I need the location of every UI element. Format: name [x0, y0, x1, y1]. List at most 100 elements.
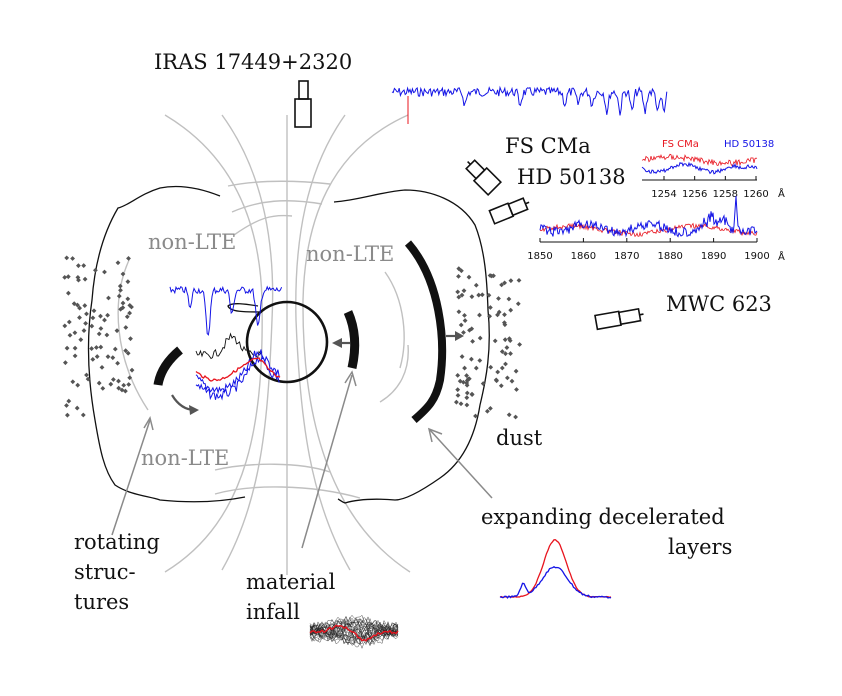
dust-particle: [462, 365, 468, 371]
dust-particle: [495, 369, 501, 375]
outer-envelope-right: [333, 189, 490, 504]
dust-particle: [108, 381, 114, 387]
dust-particle: [492, 338, 498, 344]
dust-particle: [509, 378, 515, 384]
dust-cloud-right: [453, 266, 523, 420]
dust-particle: [89, 346, 95, 351]
axis-tick-label: 1256: [682, 189, 707, 200]
dust-particle: [455, 289, 461, 295]
dust-particle: [462, 318, 468, 323]
dust-particle: [462, 312, 467, 318]
outer-envelope-left: [87, 185, 246, 503]
dust-particle: [508, 278, 514, 284]
label-hd50138: HD 50138: [517, 165, 626, 189]
infall-trace: [309, 621, 399, 644]
dust-particle: [477, 358, 483, 363]
dust-particle: [459, 354, 465, 359]
dust-particle: [80, 412, 86, 418]
dust-particle: [466, 274, 472, 280]
dust-particle: [98, 313, 103, 319]
dust-particle: [455, 392, 461, 398]
disk-arcs: [153, 240, 447, 424]
dust-particle: [508, 351, 513, 356]
dust-particle: [116, 293, 122, 299]
label-rotating-2: struc-: [74, 560, 136, 584]
dust-particle: [125, 279, 131, 285]
dust-particle: [66, 319, 72, 325]
dust-particle: [503, 361, 508, 367]
dust-particle: [516, 277, 522, 283]
spectrum-center-blue: [169, 285, 283, 336]
dust-particle: [461, 330, 466, 335]
dust-particle: [78, 337, 84, 343]
dust-particle: [72, 330, 78, 336]
dust-particle: [64, 255, 70, 261]
dust-particle: [83, 320, 89, 326]
dust-particle: [110, 377, 116, 382]
legend-hd50138: HD 50138: [724, 139, 774, 150]
dust-particle: [84, 311, 89, 317]
telescope-icon: [488, 197, 530, 225]
dust-particle: [84, 372, 89, 378]
dust-particle: [98, 344, 104, 350]
magnetic-field-lines: [117, 114, 411, 575]
axis-tick-label: 1254: [651, 189, 676, 200]
dust-particle: [473, 282, 479, 288]
dust-particle: [62, 274, 68, 280]
dust-particle: [513, 414, 519, 420]
dust-particle: [62, 360, 68, 366]
dust-particle: [81, 263, 87, 268]
dust-particle: [105, 354, 111, 360]
dust-particle: [74, 405, 80, 411]
dust-particle: [82, 303, 88, 308]
dust-particle: [458, 401, 464, 407]
dust-particle: [506, 296, 512, 302]
dust-particle: [116, 378, 121, 384]
dust-particle: [477, 335, 483, 341]
dust-particle: [499, 365, 505, 371]
dust-particle: [90, 356, 96, 362]
dust-particle: [91, 308, 97, 314]
dust-particle: [66, 398, 72, 404]
dust-particle: [94, 354, 100, 359]
dust-particle: [112, 346, 118, 352]
infall-trace: [309, 619, 399, 640]
dust-particle: [65, 290, 71, 296]
dust-particle: [70, 256, 76, 261]
label-rotating-3: tures: [74, 590, 129, 614]
infall-profile: [309, 614, 399, 649]
dust-particle: [484, 408, 490, 414]
annotation-arrows: [111, 370, 493, 549]
expanding-profile: [499, 539, 612, 599]
dust-particle: [98, 326, 104, 331]
label-rotating-1: rotating: [74, 530, 160, 554]
dust-particle: [464, 402, 470, 408]
dust-particle: [517, 342, 523, 347]
label-dust: dust: [496, 426, 543, 450]
infall-trace: [309, 619, 399, 642]
label-fscma: FS CMa: [505, 134, 591, 158]
dust-particle: [129, 367, 135, 373]
dust-particle: [487, 305, 493, 310]
dust-particle: [118, 287, 123, 293]
axis-tick-label: 1258: [713, 189, 738, 200]
label-mwc623: MWC 623: [666, 292, 772, 316]
infall-mean-trace: [309, 624, 399, 642]
dust-particle: [504, 375, 510, 381]
dust-particle: [64, 403, 69, 408]
dust-particle: [89, 323, 95, 329]
inset-top-unit: Å: [778, 187, 785, 200]
label-material-2: infall: [246, 600, 300, 624]
dust-particle: [100, 385, 106, 391]
label-expanding-1: expanding decelerated: [481, 505, 725, 529]
dust-particle: [508, 307, 514, 313]
dust-particle: [487, 405, 493, 411]
flow-arrows: [171, 331, 464, 415]
dust-particle: [514, 387, 519, 392]
dust-particle: [75, 263, 81, 269]
dust-particle: [81, 328, 87, 333]
dust-particle: [468, 356, 474, 362]
